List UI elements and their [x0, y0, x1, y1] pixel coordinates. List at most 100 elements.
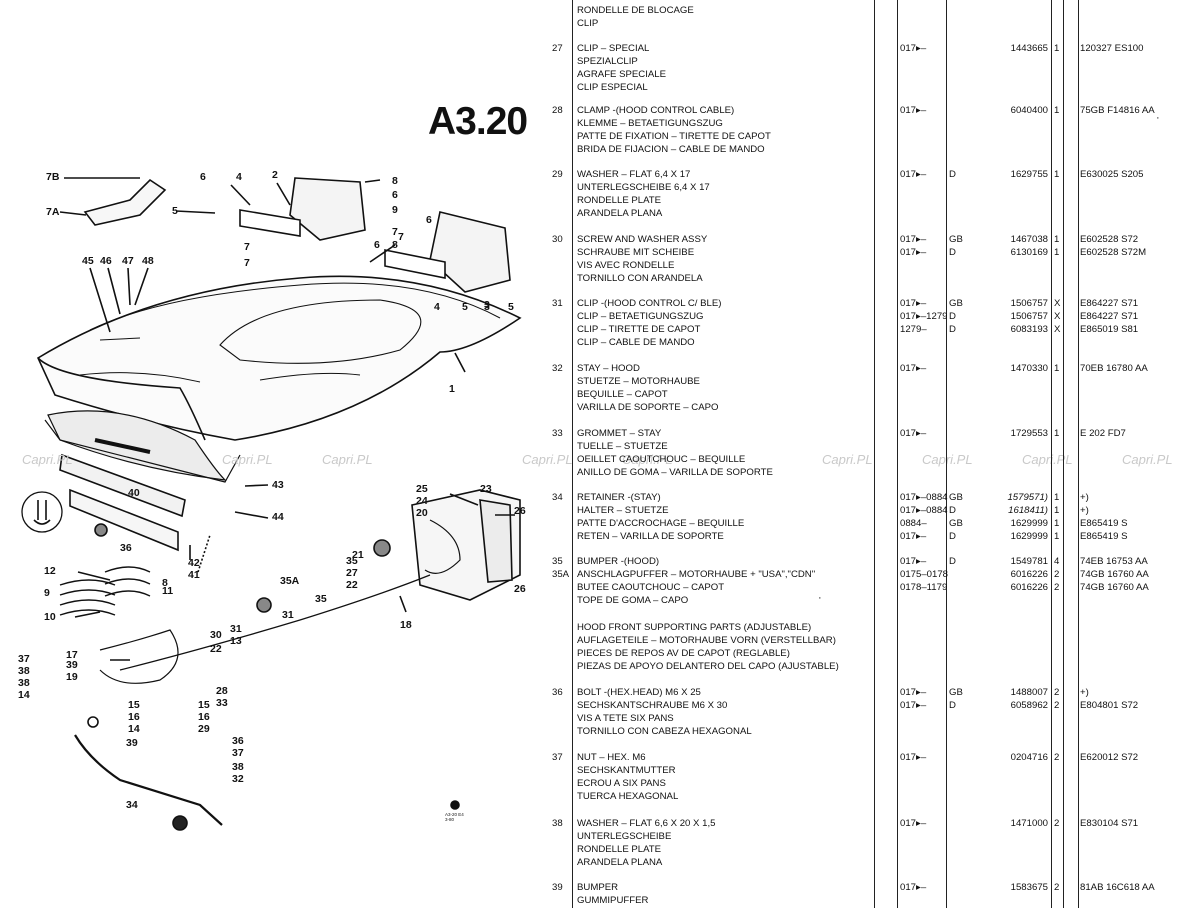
- description-line: VIS A TETE SIX PANS: [577, 713, 674, 724]
- item-number-cell: 31: [552, 298, 563, 309]
- part-number-cell: 1470330: [1010, 363, 1048, 374]
- callout-number: 39: [126, 737, 138, 749]
- column-rule: [874, 0, 875, 908]
- watermark: Capri.PL: [1022, 452, 1073, 467]
- description-line: SCREW AND WASHER ASSY: [577, 234, 708, 245]
- callout-number: 40: [128, 487, 140, 499]
- quantity-cell: 1: [1054, 169, 1060, 180]
- callout-number: 6: [426, 214, 432, 226]
- callout-number: 32: [232, 773, 244, 785]
- date-range-cell: 017▸–: [900, 43, 927, 54]
- callout-number: 33: [216, 697, 228, 709]
- callout-number: 42: [188, 557, 200, 569]
- description-line: ANILLO DE GOMA – VARILLA DE SOPORTE: [577, 467, 773, 478]
- description-cell: BOLT -(HEX.HEAD) M6 X 25 SECHSKANTSCHRAU…: [577, 686, 873, 738]
- callout-number: 35: [346, 555, 358, 567]
- callout-number: 6: [392, 189, 398, 201]
- description-line: BUMPER: [577, 882, 619, 893]
- description-line: ANSCHLAGPUFFER – MOTORHAUBE + "USA","CDN…: [577, 569, 816, 580]
- callout-number: 47: [122, 255, 134, 267]
- callout-number: 11: [162, 585, 174, 597]
- description-line: TUELLE – STUETZE: [577, 441, 668, 452]
- item-number-cell: 39: [552, 882, 563, 893]
- description-line: BRIDA DE FIJACION – CABLE DE MANDO: [577, 144, 765, 155]
- date-range-cell: 017▸–: [900, 169, 927, 180]
- date-range-cell: 017▸–: [900, 882, 927, 893]
- description-line: HALTER – STUETZE: [577, 505, 669, 516]
- description-line: CLIP -(HOOD CONTROL C/ BLE): [577, 298, 722, 309]
- description-line: CLIP – SPECIAL: [577, 43, 650, 54]
- callout-number: 35A: [280, 575, 300, 587]
- description-line: GROMMET – STAY: [577, 428, 662, 439]
- quantity-cell: 1: [1054, 428, 1060, 439]
- quantity-cell: 2: [1054, 818, 1060, 829]
- description-line: BEQUILLE – CAPOT: [577, 389, 668, 400]
- date-range-cell: 017▸–: [900, 428, 927, 439]
- market-cell: D: [949, 169, 956, 180]
- description-line: HOOD FRONT SUPPORTING PARTS (ADJUSTABLE): [577, 622, 812, 633]
- callout-number: 3: [484, 299, 490, 311]
- item-number-cell: 33: [552, 428, 563, 439]
- description-line: CLIP: [577, 18, 599, 29]
- description-line: BUMPER -(HOOD): [577, 556, 660, 567]
- reference-cell: E620012 S72: [1080, 752, 1139, 763]
- callout-number: 48: [142, 255, 154, 267]
- description-line: AGRAFE SPECIALE: [577, 69, 667, 80]
- watermark: Capri.PL: [922, 452, 973, 467]
- watermark: Capri.PL: [522, 452, 573, 467]
- callout-number: 43: [272, 479, 284, 491]
- reference-cell: 81AB 16C618 AA: [1080, 882, 1155, 893]
- callout-number: 15: [198, 699, 210, 711]
- callout-number: 31: [230, 623, 242, 635]
- callout-number: 22: [210, 643, 222, 655]
- callout-number: 39: [66, 659, 78, 671]
- quantity-cell: 2: [1054, 752, 1060, 763]
- description-line: CLAMP -(HOOD CONTROL CABLE): [577, 105, 735, 116]
- description-cell: WASHER – FLAT 6,6 X 20 X 1,5 UNTERLEGSCH…: [577, 817, 873, 869]
- callout-number: 9: [392, 204, 398, 216]
- description-line: CLIP – CABLE DE MANDO: [577, 337, 695, 348]
- description-line: AUFLAGETEILE – MOTORHAUBE VORN (VERSTELL…: [577, 635, 836, 646]
- description-line: SCHRAUBE MIT SCHEIBE: [577, 247, 695, 258]
- margin-mark: ·: [818, 592, 822, 604]
- quantity-cell: 1: [1054, 363, 1060, 374]
- description-line: RETEN – VARILLA DE SOPORTE: [577, 531, 724, 542]
- reference-cell: 70EB 16780 AA: [1080, 363, 1148, 374]
- callout-number: 4: [236, 171, 242, 183]
- callout-number: 36: [232, 735, 244, 747]
- item-number-cell: 36: [552, 687, 563, 698]
- description-line: ARANDELA PLANA: [577, 857, 663, 868]
- item-number-cell: 27: [552, 43, 563, 54]
- reference-cell: E630025 S205: [1080, 169, 1144, 180]
- description-line: PATTE DE FIXATION – TIRETTE DE CAPOT: [577, 131, 771, 142]
- callout-number: 23: [480, 483, 492, 495]
- callout-number: 6: [374, 239, 380, 251]
- description-line: RONDELLE PLATE: [577, 195, 662, 206]
- description-line: RETAINER -(STAY): [577, 492, 661, 503]
- description-line: CLIP ESPECIAL: [577, 82, 648, 93]
- callout-number: 38: [18, 677, 30, 689]
- item-number-cell: 29: [552, 169, 563, 180]
- description-line: BOLT -(HEX.HEAD) M6 X 25: [577, 687, 701, 698]
- callout-number: 26: [514, 583, 526, 595]
- date-range-cell: 017▸–: [900, 818, 927, 829]
- callout-number: 5: [172, 205, 178, 217]
- description-cell: CLAMP -(HOOD CONTROL CABLE)KLEMME – BETA…: [577, 104, 873, 156]
- description-line: ARANDELA PLANA: [577, 208, 663, 219]
- description-cell: BUMPER GUMMIPUFFER: [577, 881, 873, 907]
- description-cell: BUMPER -(HOOD) ANSCHLAGPUFFER – MOTORHAUB…: [577, 555, 873, 607]
- description-line: PIEZAS DE APOYO DELANTERO DEL CAPO (AJUS…: [577, 661, 839, 672]
- callout-number: 26: [514, 505, 526, 517]
- column-rule: [1051, 0, 1052, 908]
